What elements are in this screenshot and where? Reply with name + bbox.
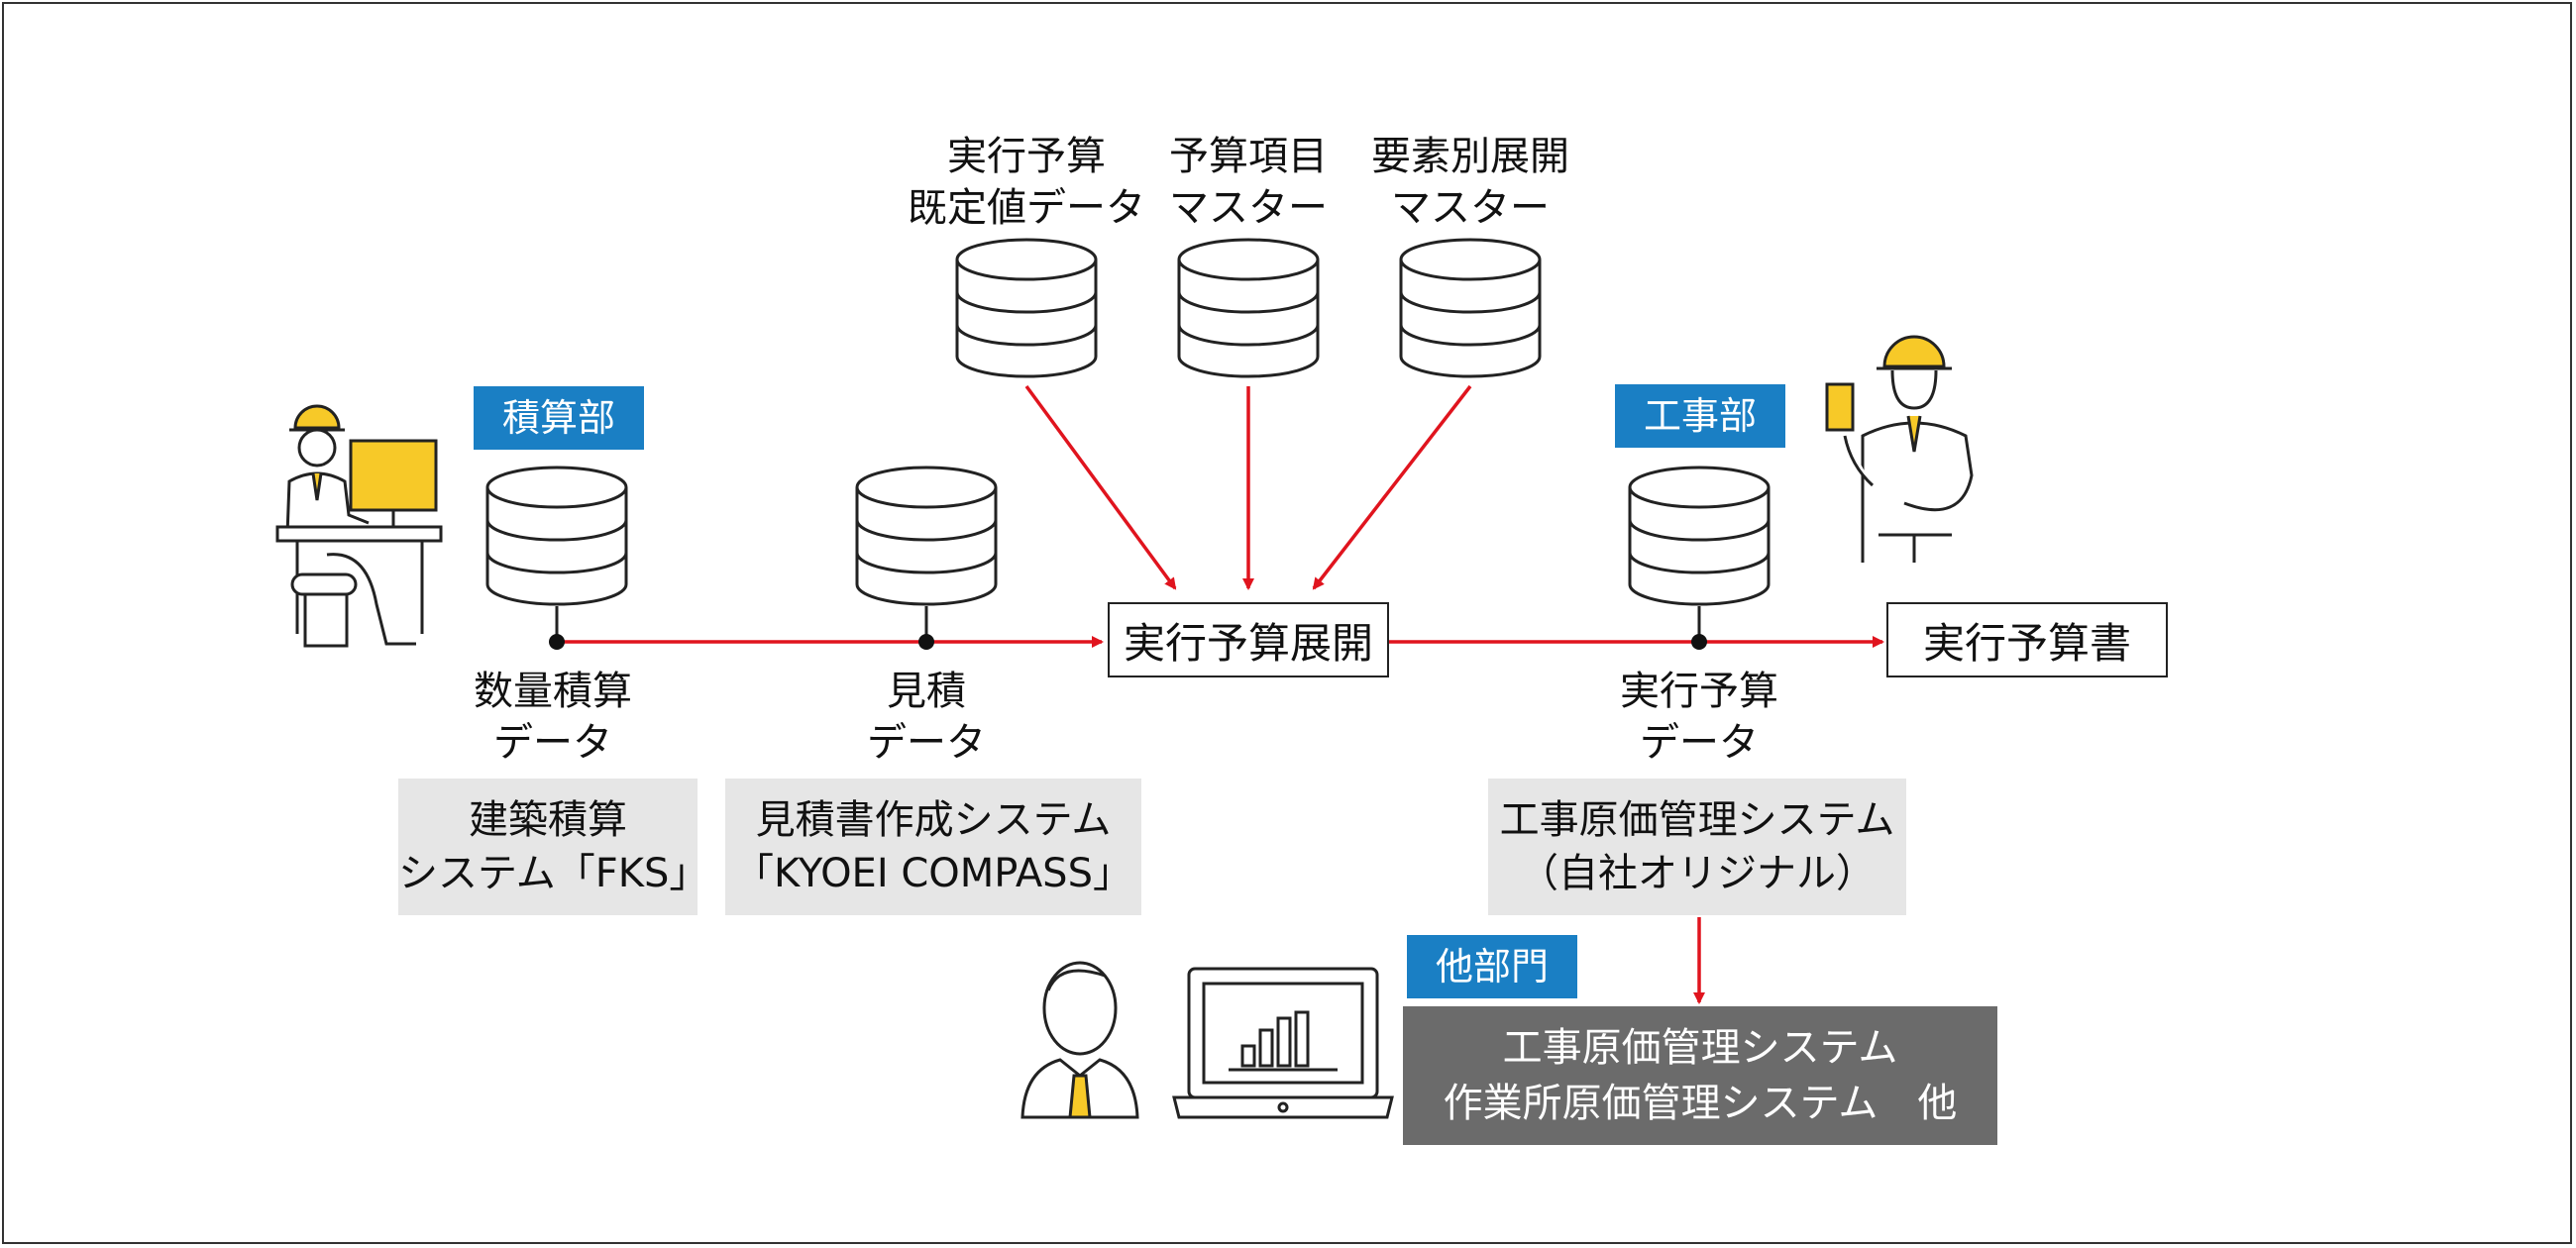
db-label-budget-data: 実行予算データ [1620, 669, 1778, 766]
db-label-budget-default: 実行予算既定値データ [908, 134, 1145, 231]
database-icon-quantity [485, 466, 628, 606]
database-icon-budget-default [955, 238, 1098, 378]
database-icon-element-master [1399, 238, 1542, 378]
dept-estimation: 積算部 [474, 386, 644, 450]
dept-construction: 工事部 [1615, 384, 1785, 448]
arrow-default-to-expansion [1024, 384, 1177, 590]
worker-at-computer-icon [275, 404, 443, 648]
system-fks: 建築積算システム「FKS」 [398, 779, 708, 915]
db-label-quantity: 数量積算データ [474, 669, 632, 766]
database-icon-estimate [855, 466, 998, 606]
other-systems-box: 工事原価管理システム作業所原価管理システム 他 [1403, 1006, 1997, 1145]
database-icon-budget-item-master [1177, 238, 1320, 378]
laptop-chart-icon [1172, 967, 1394, 1119]
system-compass: 見積書作成システム「KYOEI COMPASS」 [725, 779, 1141, 915]
system-cost-mgmt: 工事原価管理システム（自社オリジナル） [1488, 779, 1906, 915]
db-label-budget-item-master: 予算項目マスター [1169, 134, 1328, 231]
database-icon-budget-data [1628, 466, 1771, 606]
worker-with-phone-icon [1825, 335, 1974, 563]
db-label-estimate: 見積データ [867, 669, 986, 766]
db-label-element-master: 要素別展開マスター [1371, 134, 1569, 231]
office-worker-icon [1020, 961, 1139, 1119]
arrow-element-to-expansion [1312, 384, 1472, 590]
dept-other: 他部門 [1407, 935, 1577, 998]
process-output: 実行予算書 [1886, 602, 2168, 677]
process-expansion: 実行予算展開 [1108, 602, 1389, 677]
